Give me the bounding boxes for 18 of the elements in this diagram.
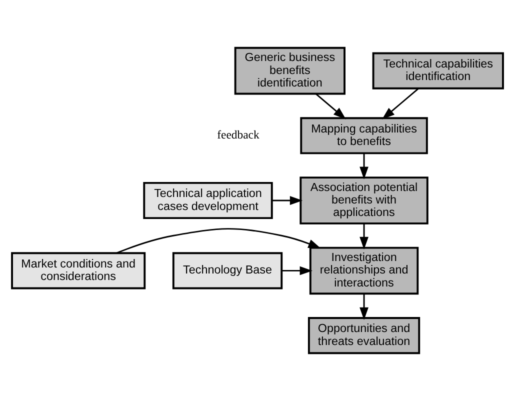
arrow — [282, 266, 312, 276]
node-box: Technology Base — [172, 252, 283, 290]
node-box: Technical capabilities identification — [372, 52, 504, 90]
arrow — [360, 223, 368, 250]
node-box: Mapping capabilities to benefits — [300, 117, 428, 154]
node-box: Investigation relationships and interactions — [309, 246, 419, 295]
arrow — [315, 93, 346, 120]
arrow — [360, 153, 368, 180]
node-box: Opportunities and threats evaluation — [308, 317, 420, 354]
arrow — [272, 196, 303, 205]
arrow — [116, 228, 321, 254]
node-box: Association potential benefits with applications — [300, 176, 428, 224]
arrow — [382, 88, 419, 120]
label: feedback — [217, 128, 260, 142]
node-box: Generic business benefits identification — [234, 46, 346, 95]
node-box: Technical application cases development — [143, 182, 273, 220]
arrow — [360, 294, 368, 320]
node-box: Market conditions and considerations — [11, 252, 146, 290]
